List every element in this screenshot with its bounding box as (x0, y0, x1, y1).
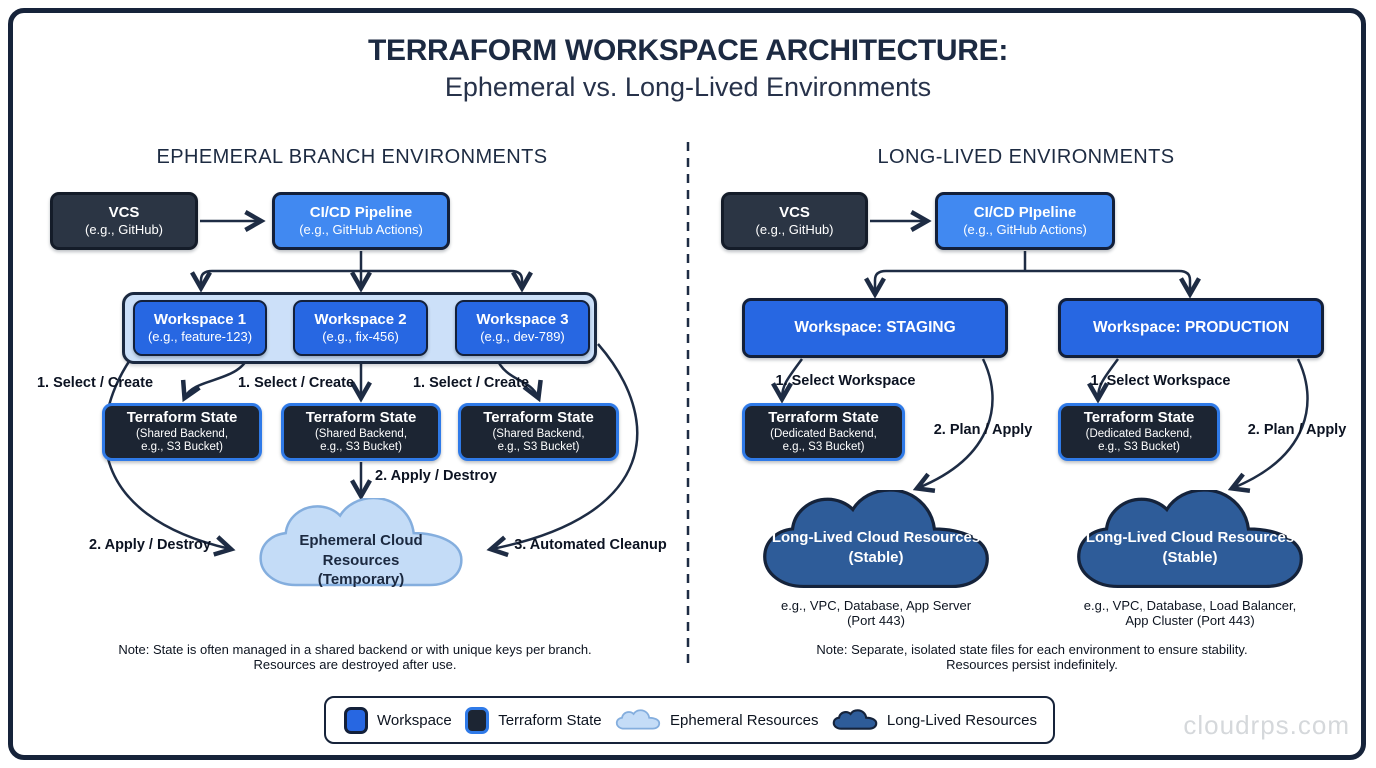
legend: Workspace Terraform State Ephemeral Reso… (324, 696, 1055, 744)
state-line2: (Shared Backend, (492, 427, 585, 440)
ephemeral-cloud-text: Ephemeral Cloud Resources (Temporary) (261, 531, 461, 590)
select-workspace-label-2: 1. Select Workspace (1090, 373, 1231, 389)
longlived-cloud-shape-production (1077, 490, 1303, 589)
cloud-line1: Long-Lived Cloud Resources (771, 529, 981, 546)
workspace-swatch-icon (344, 706, 368, 734)
right-note: Note: Separate, isolated state files for… (782, 642, 1282, 673)
legend-label: Long-Lived Resources (886, 711, 1037, 729)
right-section-header: LONG-LIVED ENVIRONMENTS (877, 146, 1175, 168)
select-create-label-3: 1. Select / Create (412, 375, 530, 391)
cicd-title: CI/CD Pipeline (309, 203, 413, 221)
select-create-label-1: 1. Select / Create (36, 375, 154, 391)
plan-apply-label-2: 2. Plan / Apply (1247, 422, 1347, 438)
staging-cloud-caption: e.g., VPC, Database, App Server (Port 44… (726, 598, 1026, 629)
left-section-header: EPHEMERAL BRANCH ENVIRONMENTS (156, 146, 548, 168)
state-title: Terraform State (483, 408, 594, 426)
ephemeral-cloud-line2: (Temporary) (317, 571, 405, 588)
state-title: Terraform State (1083, 408, 1195, 426)
terraform-state-swatch-icon (465, 706, 490, 734)
select-create-label-2: 1. Select / Create (237, 375, 355, 391)
right-note-line2: Resources persist indefinitely. (946, 657, 1118, 673)
state-box-production: Terraform State (Dedicated Backend, e.g.… (1058, 403, 1220, 461)
right-cicd-box: CI/CD PIpeline (e.g., GitHub Actions) (935, 192, 1115, 250)
legend-label: Ephemeral Resources (670, 711, 819, 729)
caption-line2: App Cluster (Port 443) (1125, 613, 1255, 629)
left-note: Note: State is often managed in a shared… (105, 642, 605, 673)
select-workspace-label-1: 1. Select Workspace (775, 373, 916, 389)
state-title: Terraform State (305, 408, 417, 426)
workspace-1-box: Workspace 1 (e.g., feature-123) (133, 300, 267, 356)
ephemeral-cloud-line1: Ephemeral Cloud Resources (299, 532, 423, 569)
caption-line2: (Port 443) (847, 613, 905, 629)
vcs-title: VCS (779, 203, 810, 221)
state-line3: e.g., S3 Bucket) (320, 441, 402, 454)
state-line2: (Shared Backend, (135, 427, 229, 440)
legend-item-ephemeral-resources: Ephemeral Resources (615, 707, 818, 733)
page-subtitle: Ephemeral vs. Long-Lived Environments (444, 72, 932, 102)
workspace-production-label: Workspace: PRODUCTION (1092, 319, 1290, 337)
apply-destroy-label: 2. Apply / Destroy (375, 468, 497, 484)
legend-item-workspace: Workspace (344, 706, 452, 734)
workspace-production-box: Workspace: PRODUCTION (1058, 298, 1324, 358)
state-title: Terraform State (126, 408, 238, 426)
workspace-2-title: Workspace 2 (314, 310, 407, 328)
vcs-title: VCS (108, 203, 140, 221)
longlived-cloud-text-staging: Long-Lived Cloud Resources (Stable) (771, 528, 981, 567)
cloud-line1: Long-Lived Cloud Resources (1085, 529, 1295, 546)
workspace-2-subtitle: (e.g., fix-456) (322, 329, 399, 345)
state-line3: e.g., S3 Bucket) (141, 441, 223, 454)
watermark: cloudrps.com (1183, 710, 1350, 740)
longlived-cloud-icon (832, 709, 878, 730)
left-note-line2: Resources are destroyed after use. (253, 657, 457, 673)
state-line2: (Dedicated Backend, (1085, 427, 1193, 440)
workspace-staging-label: Workspace: STAGING (794, 319, 956, 337)
state-line2: (Shared Backend, (314, 427, 408, 440)
plan-apply-label-1: 2. Plan / Apply (933, 422, 1033, 438)
state-title: Terraform State (768, 408, 879, 426)
state-box-2: Terraform State (Shared Backend, e.g., S… (281, 403, 441, 461)
vcs-subtitle: (e.g., GitHub) (755, 222, 834, 238)
automated-cleanup-label: 3. Automated Cleanup (514, 537, 667, 553)
longlived-cloud-shape-staging (763, 490, 989, 589)
ephemeral-cloud-shape (259, 498, 463, 587)
cicd-title: CI/CD PIpeline (973, 203, 1077, 221)
state-line3: e.g., S3 Bucket) (497, 441, 580, 454)
apply-destroy-arc-label: 2. Apply / Destroy (89, 537, 211, 553)
vcs-subtitle: (e.g., GitHub) (84, 222, 164, 238)
state-box-3: Terraform State (Shared Backend, e.g., S… (458, 403, 619, 461)
left-cicd-box: CI/CD Pipeline (e.g., GitHub Actions) (272, 192, 450, 250)
left-note-line1: Note: State is often managed in a shared… (118, 642, 592, 657)
caption-line1: e.g., VPC, Database, Load Balancer, (1083, 598, 1297, 613)
cicd-subtitle: (e.g., GitHub Actions) (963, 222, 1087, 238)
workspace-3-box: Workspace 3 (e.g., dev-789) (455, 300, 590, 356)
workspace-2-box: Workspace 2 (e.g., fix-456) (293, 300, 428, 356)
right-vcs-box: VCS (e.g., GitHub) (721, 192, 868, 250)
state-box-1: Terraform State (Shared Backend, e.g., S… (102, 403, 262, 461)
production-cloud-caption: e.g., VPC, Database, Load Balancer, App … (1040, 598, 1340, 629)
state-line2: (Dedicated Backend, (770, 427, 877, 440)
workspace-3-title: Workspace 3 (476, 310, 569, 328)
workspace-1-subtitle: (e.g., feature-123) (147, 329, 253, 345)
cloud-line2: (Stable) (848, 548, 904, 566)
cloud-line2: (Stable) (1162, 548, 1218, 566)
right-note-line1: Note: Separate, isolated state files for… (816, 642, 1248, 657)
page-title: TERRAFORM WORKSPACE ARCHITECTURE: (367, 34, 1009, 67)
state-line3: e.g., S3 Bucket) (1098, 441, 1180, 454)
legend-label: Terraform State (498, 711, 602, 729)
legend-label: Workspace (377, 711, 452, 729)
left-vcs-box: VCS (e.g., GitHub) (50, 192, 198, 250)
cicd-subtitle: (e.g., GitHub Actions) (299, 222, 423, 238)
legend-item-longlived-resources: Long-Lived Resources (832, 707, 1037, 733)
longlived-cloud-text-production: Long-Lived Cloud Resources (Stable) (1085, 528, 1295, 567)
state-box-staging: Terraform State (Dedicated Backend, e.g.… (742, 403, 905, 461)
state-line3: e.g., S3 Bucket) (782, 441, 865, 454)
diagram-frame (8, 8, 1366, 760)
workspace-3-subtitle: (e.g., dev-789) (480, 329, 565, 345)
legend-item-terraform-state: Terraform State (465, 706, 602, 734)
ephemeral-cloud-icon (615, 709, 661, 730)
workspace-1-title: Workspace 1 (153, 310, 247, 328)
workspace-staging-box: Workspace: STAGING (742, 298, 1008, 358)
caption-line1: e.g., VPC, Database, App Server (780, 598, 972, 613)
